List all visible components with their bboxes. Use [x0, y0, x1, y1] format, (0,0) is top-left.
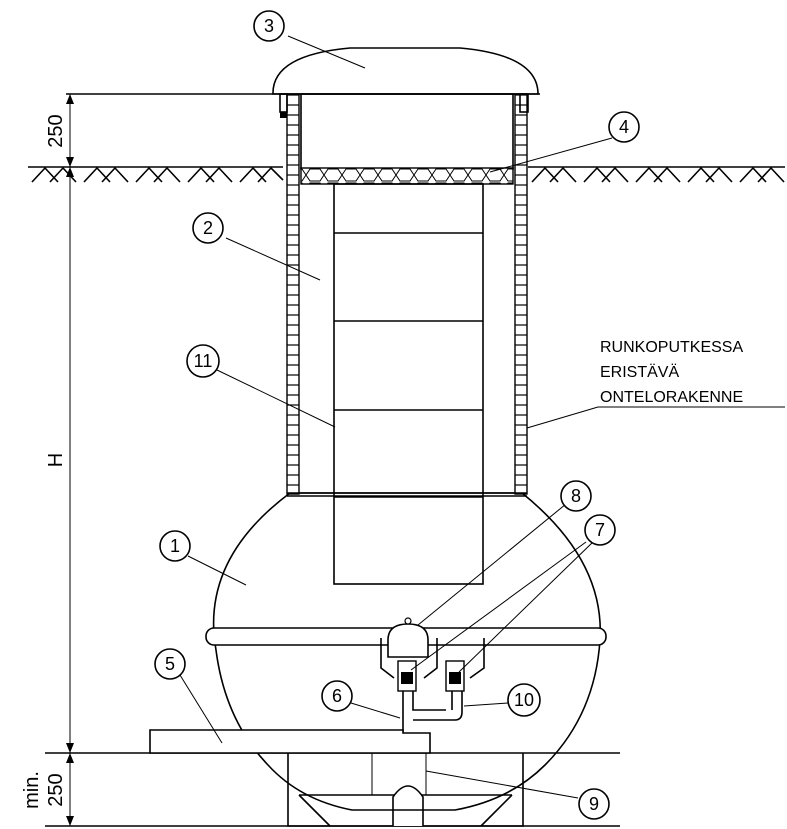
svg-text:7: 7: [595, 520, 605, 540]
callout-6: 6: [321, 680, 353, 712]
callout-10: 10: [507, 683, 541, 717]
note-line-3: ONTELORAKENNE: [600, 389, 743, 406]
svg-text:6: 6: [332, 686, 342, 706]
callout-7: 7: [584, 514, 616, 546]
dim-bottom: 250: [45, 773, 67, 806]
top-collar: [300, 93, 514, 170]
callout-4: 4: [608, 111, 640, 143]
note-line-1: RUNKOPUTKESSA: [600, 339, 743, 356]
riser-pipe: [286, 93, 528, 497]
base-plate: [149, 729, 431, 754]
lid: [272, 47, 539, 95]
svg-text:5: 5: [165, 654, 175, 674]
callout-8: 8: [560, 480, 592, 512]
svg-text:4: 4: [619, 117, 629, 137]
dim-top: 250: [45, 114, 67, 147]
callout-3: 3: [253, 10, 285, 42]
callout-5: 5: [154, 648, 186, 680]
callout-11: 11: [186, 344, 220, 378]
ground-surface: [28, 166, 785, 183]
foundation-base: [287, 753, 524, 827]
dim-height: H: [45, 453, 67, 467]
note-line-2: ERISTÄVÄ: [600, 363, 679, 381]
svg-text:9: 9: [589, 794, 599, 814]
svg-text:8: 8: [571, 486, 581, 506]
insulation-layer: [300, 167, 514, 185]
valve-assembly: [380, 617, 485, 733]
svg-text:11: 11: [194, 351, 213, 371]
svg-text:3: 3: [264, 16, 274, 36]
leader-lines: [179, 35, 613, 799]
svg-text:2: 2: [203, 218, 213, 238]
callout-9: 9: [578, 788, 610, 820]
svg-text:1: 1: [170, 536, 180, 556]
dimension-lines: [66, 94, 74, 826]
callout-1: 1: [159, 530, 191, 562]
dim-bottom-prefix: min.: [21, 771, 43, 809]
callout-2: 2: [192, 212, 224, 244]
svg-text:10: 10: [514, 690, 534, 710]
inner-pipe: [333, 183, 484, 585]
